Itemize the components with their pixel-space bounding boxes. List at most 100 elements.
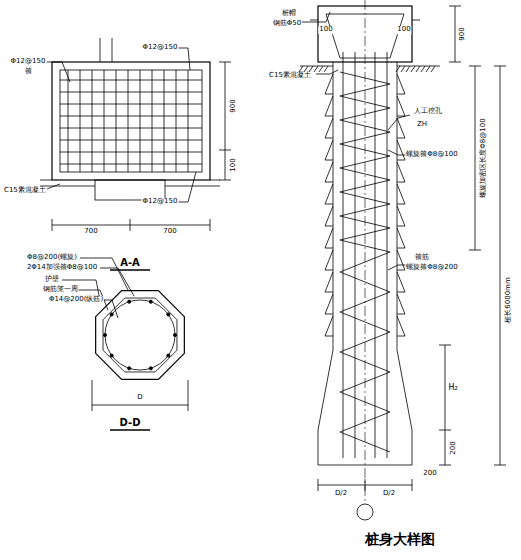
pile-elevation — [326, 14, 404, 58]
rebar-note: 钢筋Φ50 — [272, 20, 302, 28]
leader-line — [104, 300, 118, 318]
spiral-stirrup — [340, 72, 390, 452]
rebar-grid — [60, 116, 202, 117]
part-name: 桩帽 — [281, 10, 297, 18]
rebar-note: 箍 — [24, 68, 33, 76]
retaining-wall — [397, 118, 405, 138]
retaining-wall — [325, 272, 333, 292]
dimension: 200 — [450, 440, 458, 455]
leader-line — [388, 115, 410, 130]
rebar-note: Φ14@200(纵筋) — [48, 296, 104, 304]
rebar-grid — [176, 70, 177, 172]
rebar-note: 2Φ14加强箍Φ8@100 — [26, 264, 98, 272]
dimension-line — [130, 219, 131, 231]
dimension-line — [188, 380, 189, 411]
rebar-grid — [60, 128, 202, 129]
rebar-grid — [68, 70, 69, 172]
dimension-line — [449, 6, 461, 7]
pile-section — [167, 354, 170, 357]
dimension-line — [500, 66, 501, 465]
rebar-grid — [116, 70, 117, 172]
rebar-note: Φ12@150 — [142, 198, 179, 206]
rebar-note: 螺旋箍Φ8@200 — [405, 264, 458, 272]
cap-section — [210, 180, 220, 181]
ground-hatch — [324, 66, 328, 72]
rebar-note: Φ8@200(螺旋) — [26, 254, 78, 262]
rebar-grid — [188, 70, 189, 172]
cap-section — [112, 38, 113, 62]
dimension: 100 — [396, 26, 411, 34]
dimension: H₂ — [447, 384, 458, 393]
dimension: 700 — [83, 228, 98, 236]
cap-section — [95, 180, 165, 200]
leader-line — [300, 12, 410, 270]
dimension-line — [210, 219, 211, 231]
dimension-line — [92, 380, 93, 411]
rebar-grid — [80, 70, 81, 172]
cap-section — [40, 38, 220, 200]
dimension-line — [412, 479, 413, 491]
ground-hatch — [304, 66, 308, 72]
retaining-wall — [397, 294, 405, 314]
rebar-grid — [128, 70, 129, 172]
pile-section — [173, 333, 176, 336]
retaining-wall — [325, 250, 333, 270]
dimension-line — [494, 465, 506, 466]
pile-elevation — [318, 350, 412, 465]
part-name: 钢筋笼一周 — [42, 286, 79, 294]
rebar-note: Φ12@150 — [10, 58, 47, 66]
dimension-line — [219, 62, 231, 63]
rebar-grid — [60, 152, 202, 153]
dimension-line — [475, 66, 476, 250]
pile-section — [167, 313, 170, 316]
section-title: D-D — [119, 417, 142, 428]
drawing-title: 桩身大样图 — [364, 532, 436, 547]
pile-section — [96, 291, 185, 380]
rebar-grid — [104, 70, 105, 172]
ground-hatch — [431, 66, 435, 72]
dimension: 200 — [422, 470, 437, 478]
leader-line — [176, 172, 196, 202]
leader-line — [316, 70, 338, 74]
retaining-wall — [397, 140, 405, 160]
part-name: 人工挖孔 — [413, 108, 443, 116]
retaining-wall — [325, 96, 333, 116]
dimension-line — [318, 479, 319, 491]
dimension-line — [219, 180, 231, 181]
dimension-line — [310, 6, 506, 491]
part-name: 护壁 — [44, 276, 60, 284]
rebar-grid — [140, 70, 141, 172]
section-title: A-A — [119, 257, 141, 268]
rebar-grid — [92, 70, 93, 172]
part-name: 箍筋 — [414, 254, 430, 262]
dimension-line — [449, 62, 461, 63]
retaining-wall — [397, 96, 405, 116]
retaining-wall — [325, 162, 333, 182]
pile-elevation — [397, 66, 440, 67]
ground-hatch — [319, 66, 323, 72]
pile-elevation — [355, 52, 356, 458]
retaining-wall — [397, 74, 405, 94]
retaining-wall — [397, 206, 405, 226]
pile-section — [128, 367, 131, 370]
dimension-line — [310, 20, 318, 21]
dimension: D/2 — [382, 490, 396, 498]
pile-elevation — [387, 52, 388, 458]
retaining-wall — [325, 118, 333, 138]
pile-elevation — [357, 504, 373, 520]
spiral-stirrup — [340, 72, 390, 452]
pile-section — [149, 367, 152, 370]
rebar-grid — [60, 104, 202, 105]
retaining-wall — [325, 74, 405, 336]
dimension-line — [52, 62, 231, 270]
rebar-note: 螺旋箍Φ8@100 — [405, 151, 458, 159]
ground-hatch — [401, 66, 405, 72]
dimension-line — [365, 479, 366, 491]
dimension: 100 — [230, 157, 238, 172]
dimension-line — [469, 66, 481, 67]
cap-section — [100, 38, 101, 62]
dimension-line — [219, 150, 231, 151]
ground-hatch — [314, 66, 318, 72]
rebar-grid — [152, 70, 153, 172]
